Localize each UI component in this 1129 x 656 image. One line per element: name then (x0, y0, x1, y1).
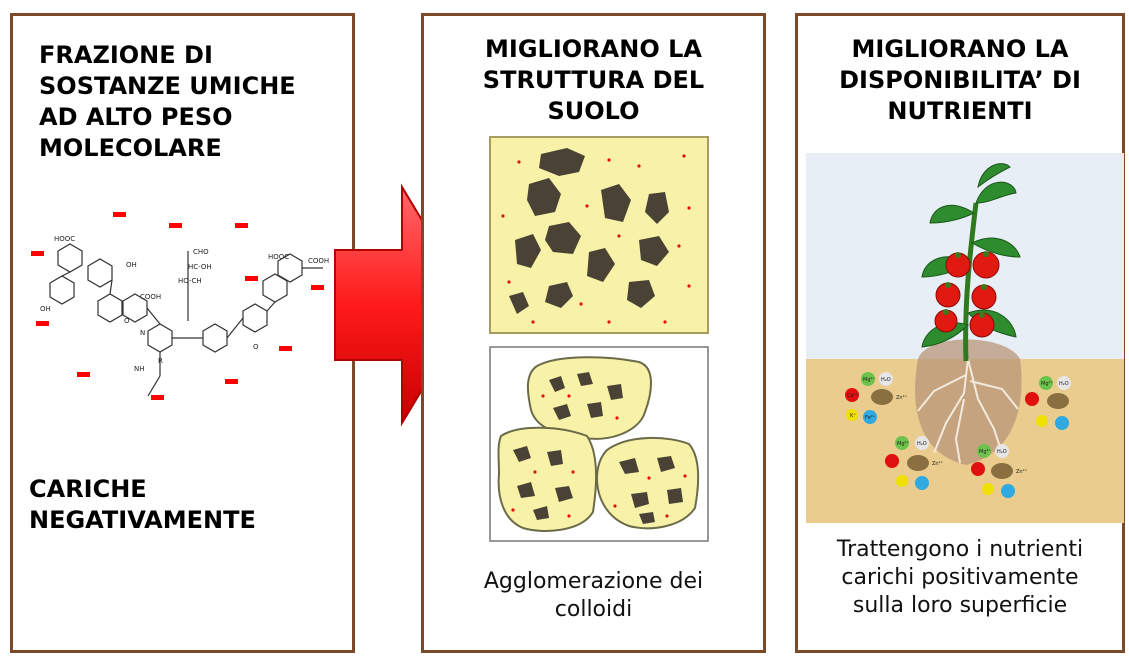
negative-charge (36, 321, 49, 326)
negative-charge (77, 372, 90, 377)
humic-molecule-diagram: HOOC OH CHO HC-OH HO-CH COOH HOOC COOH O… (40, 235, 329, 397)
panel2-caption: Agglomerazione dei colloidi (483, 569, 704, 622)
panel1-title: FRAZIONE DI SOSTANZE UMICHE AD ALTO PESO… (39, 41, 296, 162)
negative-charge (235, 223, 248, 228)
panel-nutrient-availability: MIGLIORANO LA DISPONIBILITA’ DI NUTRIENT… (795, 13, 1125, 653)
svg-text:Mg²⁺: Mg²⁺ (863, 377, 875, 383)
svg-text:Mg²⁺: Mg²⁺ (979, 449, 991, 455)
svg-text:Zn²⁺: Zn²⁺ (1016, 469, 1028, 475)
svg-text:Fe²⁺: Fe²⁺ (865, 415, 876, 421)
negative-charge (113, 212, 126, 217)
svg-text:H₂O: H₂O (997, 449, 1007, 455)
svg-text:H₂O: H₂O (881, 377, 891, 383)
svg-text:H₂O: H₂O (1059, 381, 1069, 387)
svg-text:O: O (124, 317, 130, 325)
tomato-plant-soil-diagram: Mg²⁺ H₂O Zn²⁺ K⁺ Fe²⁺ Ca²⁺ Mg²⁺ H₂O Mg²⁺ H₂O Zn… (806, 153, 1124, 523)
negative-charge (279, 346, 292, 351)
svg-text:HOOC: HOOC (54, 235, 75, 243)
svg-text:O: O (253, 343, 259, 351)
svg-text:K⁺: K⁺ (850, 413, 856, 419)
svg-text:COOH: COOH (308, 257, 329, 265)
svg-text:R: R (158, 357, 163, 365)
svg-text:OH: OH (126, 261, 137, 269)
negative-charge (151, 395, 164, 400)
svg-text:N: N (140, 329, 145, 337)
panel2-title: MIGLIORANO LA STRUTTURA DEL SUOLO (482, 35, 705, 125)
svg-text:HC-OH: HC-OH (188, 263, 212, 271)
svg-text:CHO: CHO (193, 248, 209, 256)
svg-text:HO-CH: HO-CH (178, 277, 202, 285)
svg-text:Zn²⁺: Zn²⁺ (896, 395, 908, 401)
svg-text:H₂O: H₂O (917, 441, 927, 447)
dispersed-soil-diagram (489, 136, 709, 334)
svg-text:COOH: COOH (140, 293, 161, 301)
svg-text:Ca²⁺: Ca²⁺ (847, 393, 859, 399)
svg-text:Mg²⁺: Mg²⁺ (1041, 381, 1053, 387)
svg-text:Zn²⁺: Zn²⁺ (932, 461, 944, 467)
svg-text:HOOC: HOOC (268, 253, 289, 261)
svg-text:NH: NH (134, 365, 145, 373)
svg-text:OH: OH (40, 305, 51, 313)
panel3-title: MIGLIORANO LA DISPONIBILITA’ DI NUTRIENT… (839, 35, 1081, 125)
negative-charges-label: CARICHE NEGATIVAMENTE (29, 475, 256, 534)
negative-charge-marks (31, 212, 324, 400)
negative-charge (31, 251, 44, 256)
negative-charge (245, 276, 258, 281)
aggregated-colloids-diagram (489, 346, 709, 542)
panel-soil-structure: MIGLIORANO LA STRUTTURA DEL SUOLO (421, 13, 766, 653)
panel-humic-substances: FRAZIONE DI SOSTANZE UMICHE AD ALTO PESO… (10, 13, 355, 653)
panel3-caption: Trattengono i nutrienti carichi positiva… (836, 537, 1084, 618)
svg-text:Mg²⁺: Mg²⁺ (897, 441, 909, 447)
negative-charge (311, 285, 324, 290)
negative-charge (225, 379, 238, 384)
negative-charge (169, 223, 182, 228)
